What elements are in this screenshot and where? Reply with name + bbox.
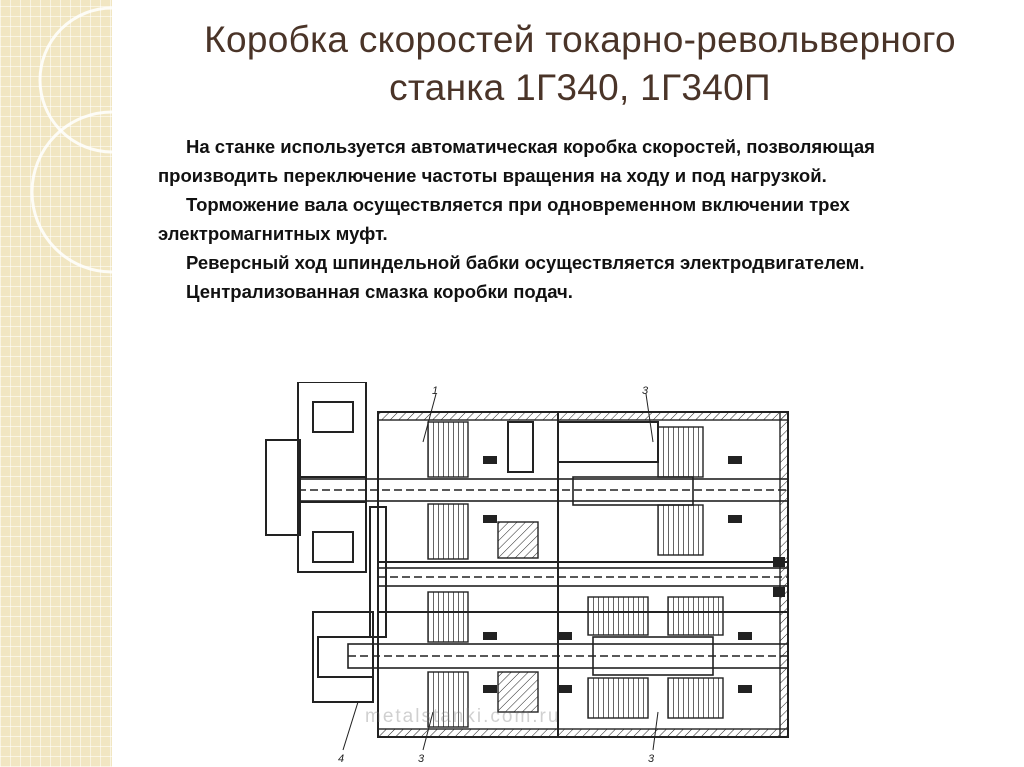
decorative-circles-icon bbox=[30, 6, 112, 274]
paragraph-1: На станке используется автоматическая ко… bbox=[158, 136, 875, 186]
gearbox-diagram: 1 3 4 3 3 bbox=[265, 382, 789, 765]
label-part: 3 bbox=[648, 753, 655, 765]
label-part: 4 bbox=[338, 753, 344, 765]
decorative-side-band bbox=[0, 0, 112, 767]
paragraph-2: Торможение вала осуществляется при однов… bbox=[158, 194, 850, 244]
watermark: metalstanki.com.ru bbox=[365, 706, 561, 727]
label-part: 3 bbox=[418, 753, 425, 765]
label-part: 3 bbox=[642, 385, 649, 397]
paragraph-3: Реверсный ход шпиндельной бабки осуществ… bbox=[186, 252, 865, 273]
paragraph-4: Централизованная смазка коробки подач. bbox=[186, 281, 573, 302]
label-part: 1 bbox=[432, 385, 438, 397]
slide-title: Коробка скоростей токарно-револьверного … bbox=[204, 19, 956, 108]
slide-body: На станке используется автоматическая ко… bbox=[158, 132, 978, 306]
